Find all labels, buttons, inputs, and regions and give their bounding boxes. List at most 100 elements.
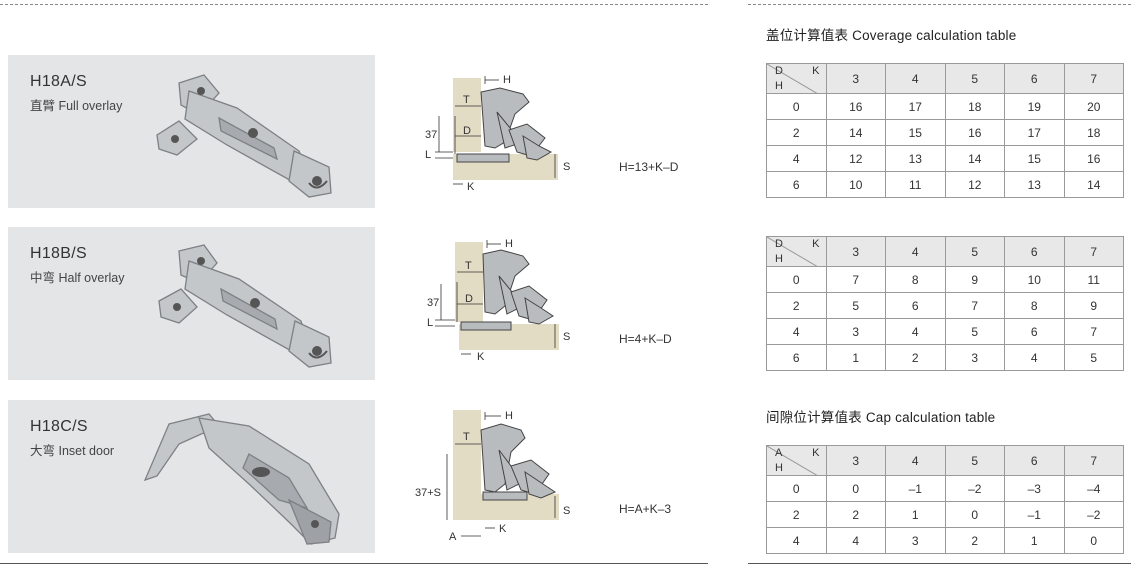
hinge-model: H18A/S	[30, 73, 87, 90]
table-row: 2 14 15 16 17 18	[766, 119, 1124, 146]
table-cell: –1	[885, 475, 946, 502]
table-row: 6 1 2 3 4 5	[766, 344, 1124, 371]
hinge-diagram-h18a: H T D 37 L S K	[425, 74, 570, 193]
table-cell: 20	[1063, 93, 1124, 120]
table-cell: 11	[1063, 266, 1124, 293]
table-cell: 17	[885, 93, 946, 120]
table-header-row: D K H 3 4 5 6 7	[766, 63, 1124, 94]
column-header: 4	[885, 445, 946, 476]
label-s: S	[563, 331, 570, 343]
table-cell: 14	[1063, 171, 1124, 198]
coverage-table-1: D K H 3 4 5 6 7 0 16 17 18 19 20 2 14 15…	[766, 63, 1124, 198]
column-header: 7	[1063, 445, 1124, 476]
gap-table: A K H 3 4 5 6 7 0 0 –1 –2 –3 –4 2 2 1 0 …	[766, 445, 1124, 554]
row-header: 4	[766, 527, 827, 554]
row-header: 0	[766, 93, 827, 120]
coverage-table-title: 盖位计算值表 Coverage calculation table	[766, 28, 1017, 43]
hinge-photo	[158, 244, 332, 368]
table-cell: 4	[1004, 344, 1065, 371]
table-cell: 17	[1004, 119, 1065, 146]
label-k: K	[499, 523, 507, 535]
top-dashed-divider-left	[0, 4, 708, 5]
table-cell: 1	[885, 501, 946, 528]
table-cell: –3	[1004, 475, 1065, 502]
label-t: T	[463, 94, 470, 106]
column-header: 5	[944, 63, 1005, 94]
table-cell: 15	[885, 119, 946, 146]
label-37-plus-s: 37+S	[415, 487, 441, 499]
table-cell: 6	[1004, 318, 1065, 345]
table-row: 6 10 11 12 13 14	[766, 171, 1124, 198]
table-cell: 19	[1004, 93, 1065, 120]
table-header-row: A K H 3 4 5 6 7	[766, 445, 1124, 476]
table-cell: 3	[825, 318, 886, 345]
row-header: 2	[766, 119, 827, 146]
table-cell: 0	[1063, 527, 1124, 554]
table-cell: 16	[825, 93, 886, 120]
table-cell: 10	[1004, 266, 1065, 293]
table-cell: 4	[825, 527, 886, 554]
table-cell: 5	[944, 318, 1005, 345]
column-header: 6	[1004, 63, 1065, 94]
table-cell: 0	[944, 501, 1005, 528]
table-cell: 16	[1063, 145, 1124, 172]
label-s: S	[563, 505, 570, 517]
table-cell: 13	[885, 145, 946, 172]
label-s: S	[563, 161, 570, 173]
formula-h18a: H=13+K–D	[619, 160, 679, 174]
column-header: 3	[825, 236, 886, 267]
table-corner-cell: D K H	[766, 63, 827, 94]
row-header: 2	[766, 501, 827, 528]
row-header: 2	[766, 292, 827, 319]
hinge-type: 中弯 Half overlay	[30, 271, 125, 285]
column-header: 3	[825, 445, 886, 476]
table-row: 4 4 3 2 1 0	[766, 527, 1124, 554]
table-cell: 2	[944, 527, 1005, 554]
cabinet-side-panel	[453, 78, 481, 152]
column-header: 4	[885, 236, 946, 267]
hinge-card-h18a: H18A/S 直臂 Full overlay	[8, 55, 375, 208]
table-cell: 3	[885, 527, 946, 554]
table-row: 0 16 17 18 19 20	[766, 93, 1124, 120]
hinge-type: 大弯 Inset door	[30, 444, 115, 458]
cabinet-side-panel	[453, 410, 481, 520]
table-cell: 5	[825, 292, 886, 319]
table-cell: 14	[944, 145, 1005, 172]
hinge-photo	[143, 413, 340, 545]
row-header: 6	[766, 171, 827, 198]
label-k: K	[467, 181, 475, 193]
label-t: T	[465, 260, 472, 272]
label-h: H	[505, 410, 513, 422]
row-header: 4	[766, 145, 827, 172]
table-header-row: D K H 3 4 5 6 7	[766, 236, 1124, 267]
table-cell: 3	[944, 344, 1005, 371]
hinge-model: H18C/S	[30, 418, 88, 435]
column-header: 6	[1004, 236, 1065, 267]
table-cell: 18	[1063, 119, 1124, 146]
table-cell: 7	[825, 266, 886, 293]
table-cell: 2	[825, 501, 886, 528]
label-h: H	[505, 238, 513, 250]
table-cell: 12	[825, 145, 886, 172]
table-cell: 13	[1004, 171, 1065, 198]
label-37: 37	[425, 129, 437, 141]
row-header: 0	[766, 475, 827, 502]
label-k: K	[477, 351, 485, 363]
table-corner-cell: A K H	[766, 445, 827, 476]
label-t: T	[463, 431, 470, 443]
column-header: 7	[1063, 63, 1124, 94]
table-cell: 7	[944, 292, 1005, 319]
gap-table-title: 间隙位计算值表 Cap calculation table	[766, 410, 996, 425]
table-row: 2 5 6 7 8 9	[766, 292, 1124, 319]
table-cell: –2	[1063, 501, 1124, 528]
table-cell: 1	[825, 344, 886, 371]
table-cell: 8	[885, 266, 946, 293]
table-cell: 12	[944, 171, 1005, 198]
row-header: 0	[766, 266, 827, 293]
hinge-model: H18B/S	[30, 245, 87, 262]
formula-h18b: H=4+K–D	[619, 332, 672, 346]
hinge-diagram-h18b: H T D 37 L S K	[427, 238, 570, 363]
table-cell: 10	[825, 171, 886, 198]
column-header: 7	[1063, 236, 1124, 267]
table-cell: 5	[1063, 344, 1124, 371]
